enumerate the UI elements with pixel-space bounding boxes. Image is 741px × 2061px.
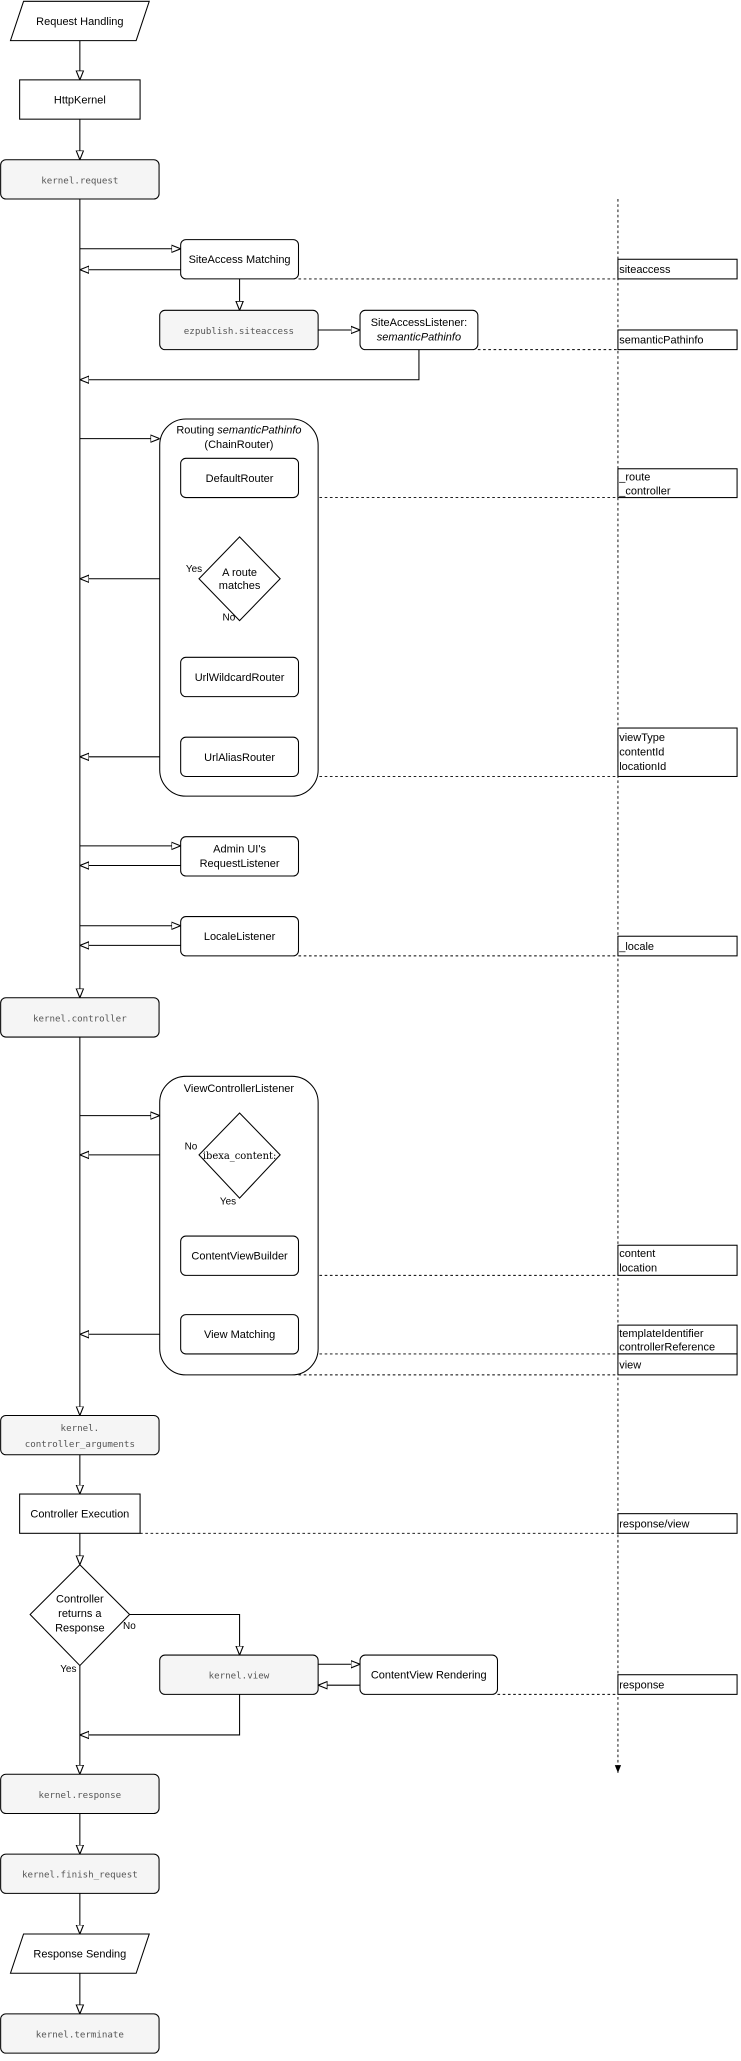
output-label: semanticPathinfo bbox=[619, 335, 703, 347]
output-label: siteaccess bbox=[619, 264, 671, 276]
event-kernel-request: kernel.request bbox=[0, 159, 160, 200]
output-label: contentId bbox=[619, 747, 664, 759]
node-label: DefaultRouter bbox=[206, 473, 274, 485]
node-http-kernel: HttpKernel bbox=[19, 79, 141, 120]
output-label: locationId bbox=[619, 761, 666, 773]
output-template-controller: templateIdentifier controllerReference bbox=[617, 1324, 738, 1355]
node-label: kernel.controller bbox=[33, 1013, 127, 1024]
node-response-sending: Response Sending bbox=[9, 1933, 150, 1974]
node-url-wildcard-router: UrlWildcardRouter bbox=[180, 656, 300, 698]
node-label: kernel.response bbox=[39, 1790, 122, 1801]
output-content-location: content location bbox=[617, 1244, 738, 1276]
node-label: ContentView Rendering bbox=[371, 1670, 487, 1682]
event-kernel-view: kernel.view bbox=[159, 1654, 319, 1695]
node-default-router: DefaultRouter bbox=[180, 457, 300, 499]
node-label: Response Sending bbox=[33, 1949, 126, 1961]
output-label: response bbox=[619, 1679, 664, 1691]
node-content-view-builder: ContentViewBuilder bbox=[180, 1235, 300, 1276]
event-kernel-terminate: kernel.terminate bbox=[0, 2013, 160, 2054]
output-semantic-path-info: semanticPathinfo bbox=[617, 329, 738, 351]
node-label: LocaleListener bbox=[204, 931, 276, 943]
node-label: View Matching bbox=[204, 1329, 275, 1341]
output-route-controller: _route _controller bbox=[617, 468, 738, 499]
event-kernel-finish-request: kernel.finish_request bbox=[0, 1853, 160, 1894]
no-label: No bbox=[185, 1142, 198, 1153]
node-label: ibexa_content: bbox=[203, 1151, 276, 1162]
event-kernel-response: kernel.response bbox=[0, 1773, 160, 1815]
output-label: _locale bbox=[618, 941, 654, 953]
node-content-view-rendering: ContentView Rendering bbox=[359, 1654, 499, 1695]
output-label: controllerReference bbox=[619, 1342, 715, 1354]
node-label: controller_arguments bbox=[25, 1439, 135, 1450]
decision-ibexa-content: ibexa_content: No Yes bbox=[185, 1112, 281, 1208]
output-response: response bbox=[617, 1674, 738, 1695]
node-label: kernel.terminate bbox=[36, 2029, 124, 2040]
node-view-matching: View Matching bbox=[180, 1314, 300, 1355]
node-locale-listener: LocaleListener bbox=[180, 916, 300, 957]
output-locale: _locale bbox=[617, 935, 738, 957]
yes-label: Yes bbox=[60, 1664, 76, 1675]
node-label: SiteAccess Matching bbox=[189, 254, 291, 266]
node-label: kernel.view bbox=[209, 1671, 270, 1682]
node-label: Controller Execution bbox=[30, 1509, 129, 1521]
output-label: _controller bbox=[618, 485, 671, 497]
node-label: ezpublish.siteaccess bbox=[184, 326, 294, 337]
output-label: view bbox=[619, 1359, 641, 1371]
node-label: kernel.request bbox=[41, 175, 118, 186]
node-label: Response bbox=[55, 1623, 104, 1635]
output-view: view bbox=[617, 1353, 738, 1376]
group-title: Routing semanticPathinfo bbox=[176, 424, 301, 436]
node-label: kernel.finish_request bbox=[22, 1870, 138, 1881]
node-url-alias-router: UrlAliasRouter bbox=[180, 736, 300, 777]
node-label: returns a bbox=[58, 1608, 102, 1620]
node-label: HttpKernel bbox=[54, 94, 106, 106]
node-siteaccess-matching: SiteAccess Matching bbox=[180, 239, 300, 280]
output-label: response/view bbox=[619, 1518, 689, 1530]
output-view-type: viewType contentId locationId bbox=[617, 727, 738, 777]
output-label: _route bbox=[618, 472, 650, 484]
decision-route-matches: A route matches Yes No bbox=[186, 536, 281, 624]
output-label: templateIdentifier bbox=[619, 1328, 704, 1340]
node-label: RequestListener bbox=[200, 858, 280, 870]
node-label: SiteAccessListener: bbox=[371, 317, 467, 329]
event-kernel-controller: kernel.controller bbox=[0, 997, 160, 1038]
node-label: Request Handling bbox=[36, 16, 123, 28]
node-admin-request-listener: Admin UI's RequestListener bbox=[180, 836, 300, 877]
group-subtitle: (ChainRouter) bbox=[204, 439, 273, 451]
node-label: UrlAliasRouter bbox=[204, 752, 275, 764]
output-label: location bbox=[619, 1262, 657, 1274]
output-response-view: response/view bbox=[617, 1513, 738, 1534]
node-label: UrlWildcardRouter bbox=[195, 672, 285, 684]
output-label: content bbox=[619, 1248, 655, 1260]
no-label: No bbox=[223, 613, 236, 624]
group-title: ViewControllerListener bbox=[184, 1083, 295, 1095]
node-label: matches bbox=[219, 580, 261, 592]
node-label: A route bbox=[222, 567, 257, 579]
yes-label: Yes bbox=[186, 564, 202, 575]
data-flow-lines bbox=[140, 199, 622, 1773]
node-label: Controller bbox=[56, 1594, 104, 1606]
node-request-handling: Request Handling bbox=[9, 0, 150, 42]
event-ezpublish-siteaccess: ezpublish.siteaccess bbox=[159, 309, 319, 351]
node-label: kernel. bbox=[61, 1423, 100, 1434]
node-label: semanticPathinfo bbox=[377, 331, 461, 343]
node-controller-execution: Controller Execution bbox=[19, 1493, 141, 1534]
node-label: ContentViewBuilder bbox=[191, 1251, 288, 1263]
output-siteaccess: siteaccess bbox=[617, 258, 738, 280]
node-label: Admin UI's bbox=[213, 843, 266, 855]
no-label: No bbox=[123, 1621, 136, 1632]
yes-label: Yes bbox=[220, 1197, 236, 1208]
group-view-controller-listener: ViewControllerListener bbox=[159, 1075, 319, 1376]
decision-controller-returns-response: Controller returns a Response No Yes bbox=[29, 1563, 136, 1675]
output-label: viewType bbox=[619, 732, 665, 744]
event-kernel-controller-arguments: kernel. controller_arguments bbox=[0, 1414, 160, 1456]
node-siteaccess-listener: SiteAccessListener: semanticPathinfo bbox=[359, 309, 479, 351]
